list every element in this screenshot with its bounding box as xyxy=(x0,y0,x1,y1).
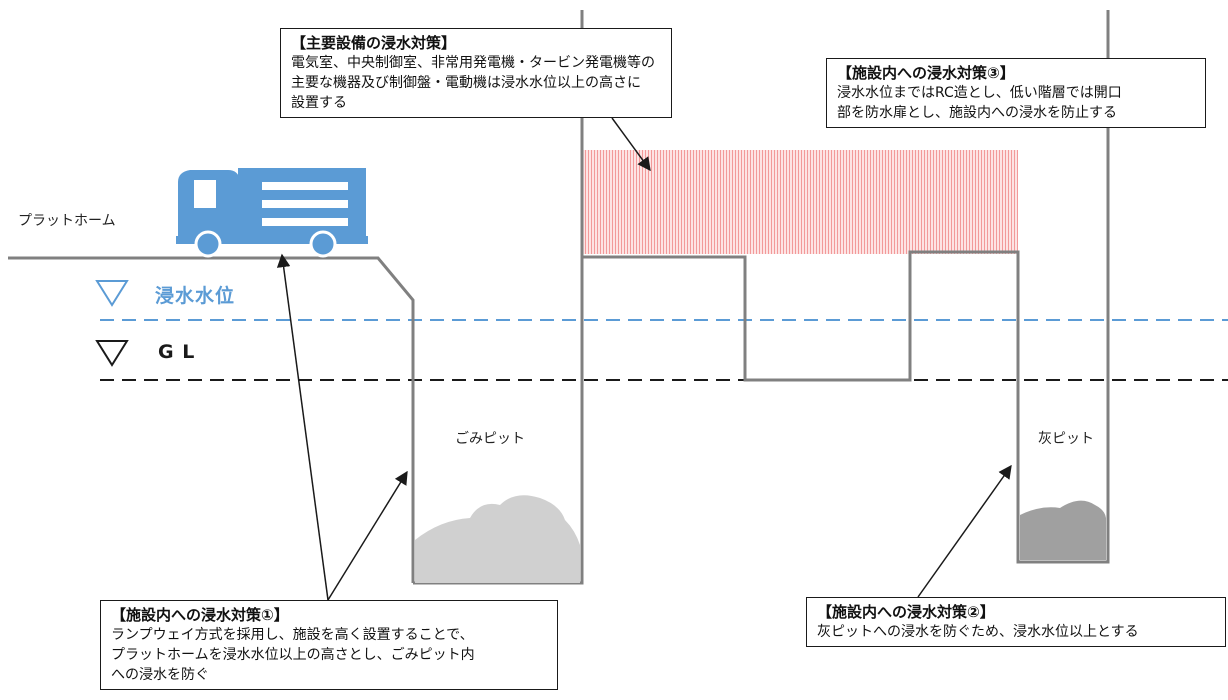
callout-measure-3-title: 【施設内への浸水対策③】 xyxy=(837,64,1015,82)
arrow-measure1-platform xyxy=(276,253,329,601)
gl-triangle-icon xyxy=(95,340,129,367)
callout-measure-1: 【施設内への浸水対策①】 ランプウェイ方式を採用し、施設を高く設置することで、 … xyxy=(100,600,558,690)
garbage-truck-icon xyxy=(176,168,368,258)
garbage-pit-label: ごみピット xyxy=(455,431,525,447)
flood-level-label: 浸水水位 xyxy=(155,285,236,307)
platform-label: プラットホーム xyxy=(18,213,116,229)
equipment-zone-hatch xyxy=(582,150,1018,254)
callout-measure-3-line: 部を防水扉とし、施設内への浸水を防止する xyxy=(837,105,1117,121)
callout-measure-1-line: への浸水を防ぐ xyxy=(111,667,209,683)
callout-measure-2-title: 【施設内への浸水対策②】 xyxy=(817,603,995,621)
callout-main-equipment: 【主要設備の浸水対策】 電気室、中央制御室、非常用発電機・タービン発電機等の 主… xyxy=(280,28,672,118)
callout-measure-3: 【施設内への浸水対策③】 浸水水位まではRC造とし、低い階層では開口 部を防水扉… xyxy=(826,58,1206,128)
callout-measure-2: 【施設内への浸水対策②】 灰ピットへの浸水を防ぐため、浸水水位以上とする xyxy=(806,597,1226,647)
callout-main-equipment-line: 設置する xyxy=(291,95,347,111)
callout-measure-1-title: 【施設内への浸水対策①】 xyxy=(111,606,289,624)
callout-main-equipment-line: 電気室、中央制御室、非常用発電機・タービン発電機等の xyxy=(291,55,655,71)
callout-main-equipment-title: 【主要設備の浸水対策】 xyxy=(291,34,457,52)
callout-measure-1-line: プラットホームを浸水水位以上の高さとし、ごみピット内 xyxy=(111,647,475,663)
callout-measure-2-line: 灰ピットへの浸水を防ぐため、浸水水位以上とする xyxy=(817,624,1139,640)
arrow-measure1-ramp xyxy=(327,470,408,601)
ash-pile xyxy=(1020,500,1106,560)
gl-label: G L xyxy=(158,341,196,363)
flood-level-triangle-icon xyxy=(95,280,129,307)
platform-floor xyxy=(8,256,415,583)
ash-pit-label: 灰ピット xyxy=(1038,431,1094,447)
callout-measure-1-line: ランプウェイ方式を採用し、施設を高く設置することで、 xyxy=(111,627,474,643)
callout-measure-3-line: 浸水水位まではRC造とし、低い階層では開口 xyxy=(837,85,1122,101)
arrow-main-equipment xyxy=(611,117,651,172)
callout-main-equipment-line: 主要な機器及び制御盤・電動機は浸水水位以上の高さに xyxy=(291,75,641,91)
arrow-measure2 xyxy=(917,464,1012,598)
garbage-pile xyxy=(415,495,580,583)
